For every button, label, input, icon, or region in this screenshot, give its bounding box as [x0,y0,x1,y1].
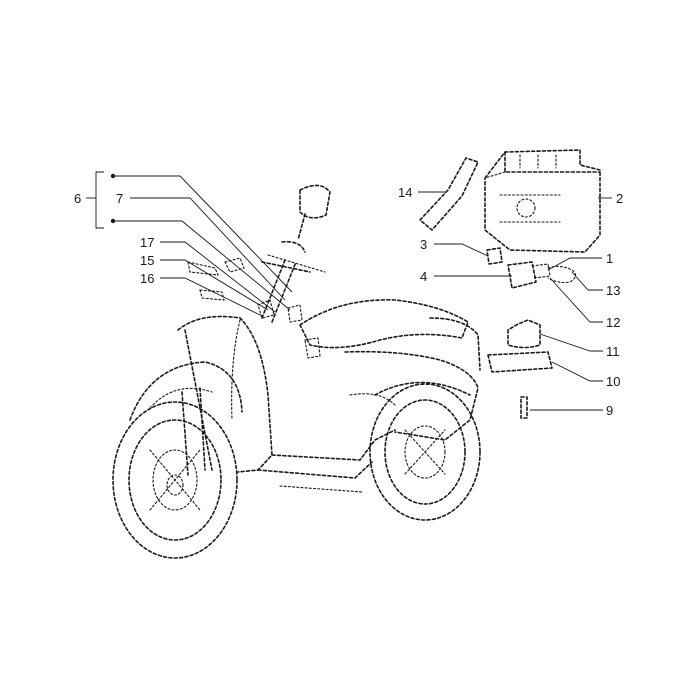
clamp [486,247,503,265]
callout-14: 14 [398,185,412,200]
seat [299,299,469,349]
callout-1: 1 [606,251,613,266]
floorboard [271,429,396,461]
callout-6: 6 [74,191,81,206]
callout-labels: 6 7 17 15 16 14 2 3 4 1 13 12 11 10 9 [74,185,623,418]
rear-wheel [369,383,481,521]
front-fork [181,387,206,476]
rear-body [344,350,479,441]
fuse [520,396,528,419]
battery-strap [419,157,479,231]
callout-11: 11 [606,344,620,359]
callout-10: 10 [606,374,620,389]
mirror [299,184,331,219]
callout-9: 9 [606,403,613,418]
front-fender [129,361,243,421]
leg-shield [177,315,273,473]
callout-16: 16 [140,271,154,286]
callout-13: 13 [606,283,620,298]
callout-7: 7 [116,191,123,206]
rear-fender [374,381,471,396]
handlebar-switches [187,257,321,359]
callout-12: 12 [606,315,620,330]
front-wheel [112,401,238,559]
battery [484,149,601,253]
callout-17: 17 [140,235,154,250]
scooter-illustration [112,184,481,559]
callout-3: 3 [420,237,427,252]
fuse-box [507,319,541,349]
callout-15: 15 [140,253,154,268]
fuse-holder [487,351,553,373]
handlebar [261,240,311,273]
callout-2: 2 [616,191,623,206]
callout-4: 4 [420,269,427,284]
leader-lines [86,171,612,411]
starter-relay [507,261,537,289]
